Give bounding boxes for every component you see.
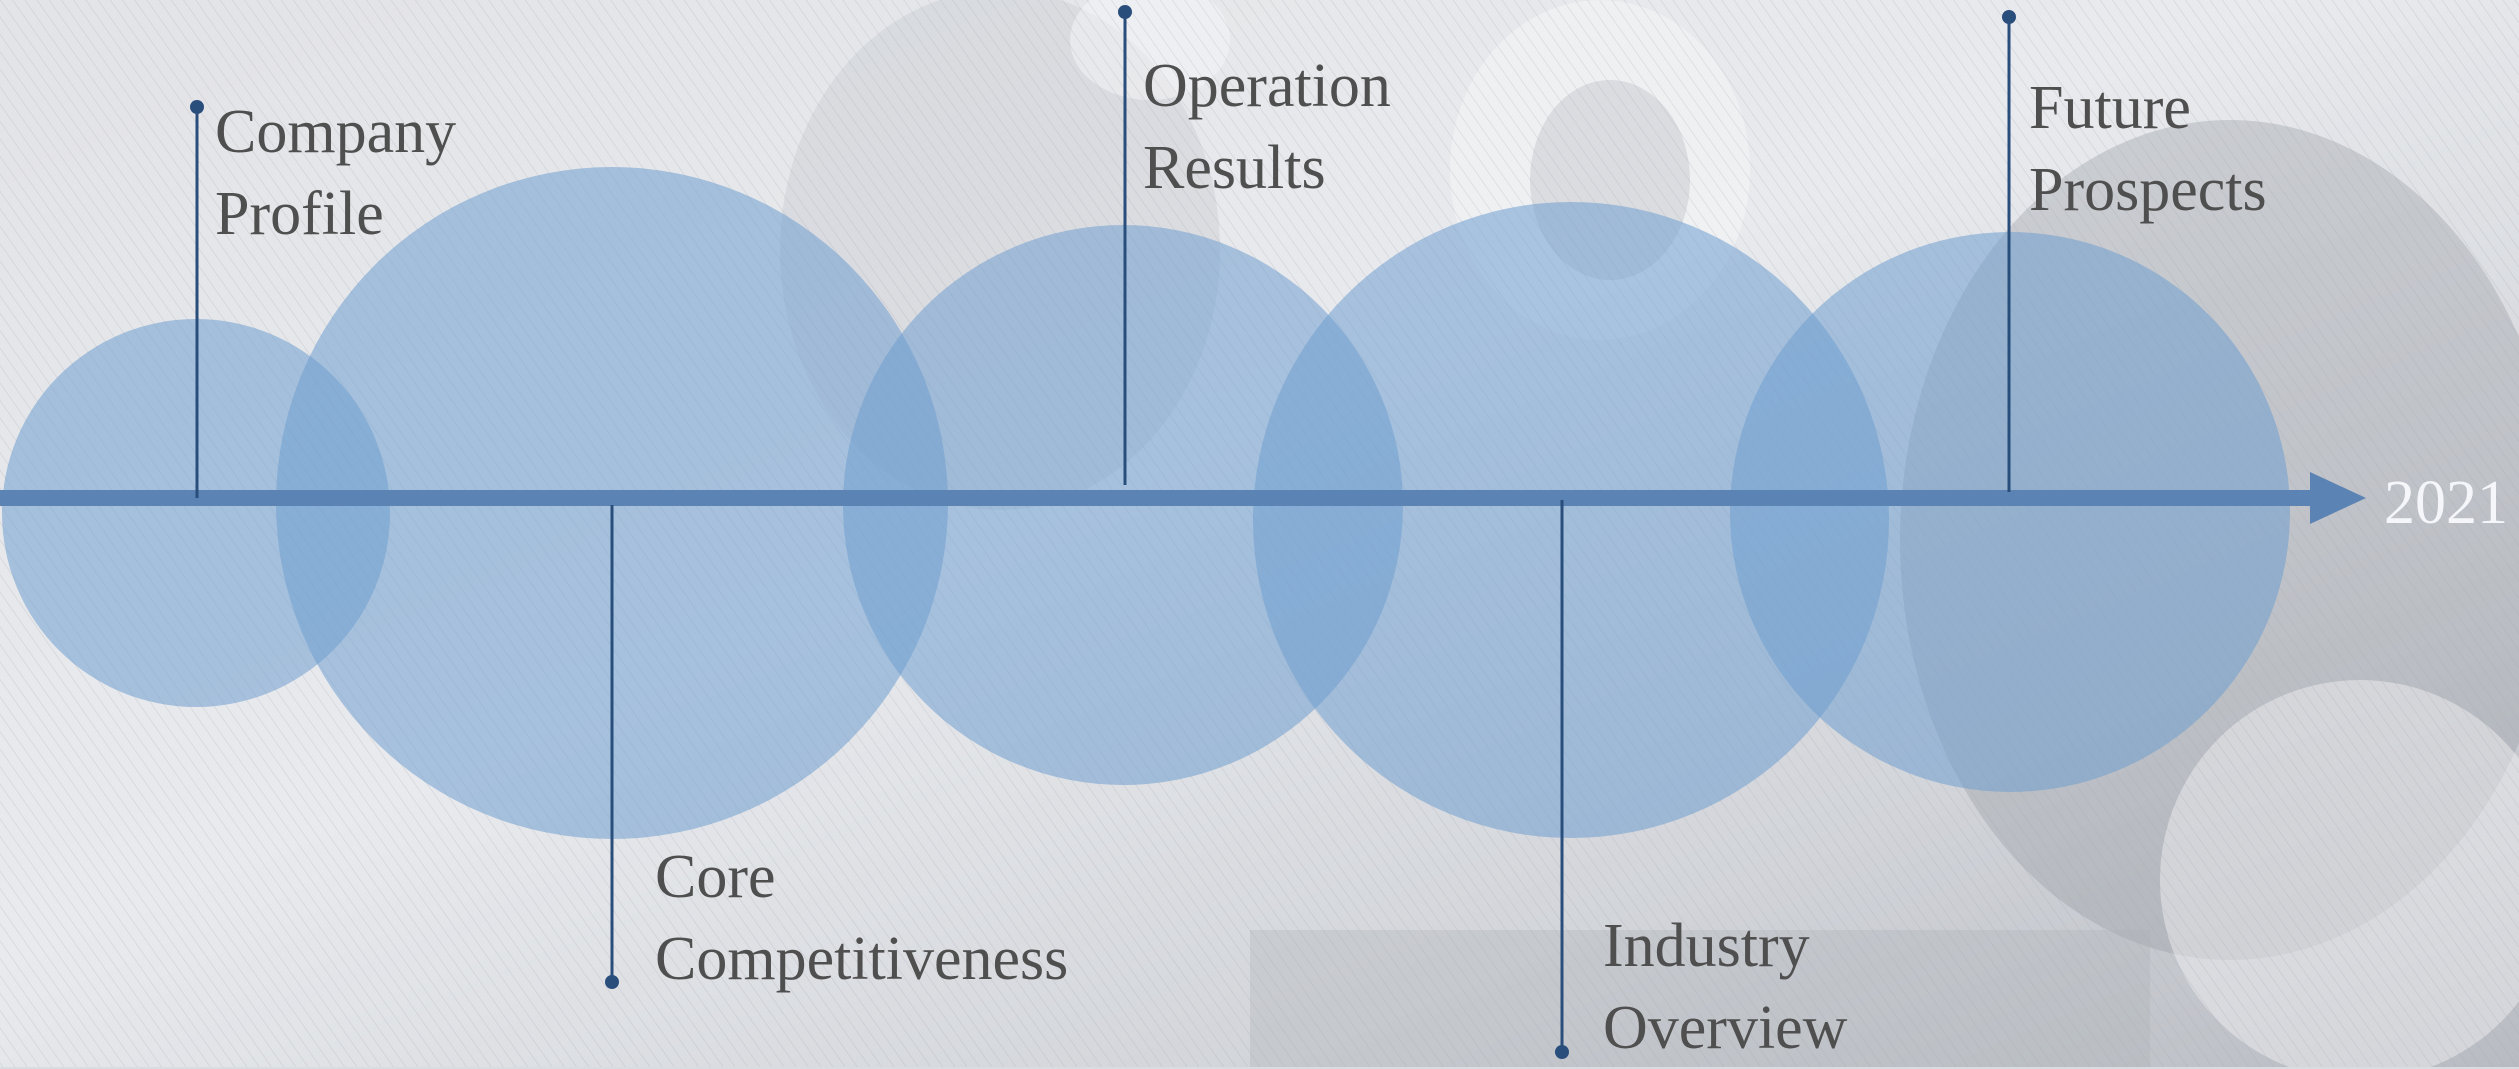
timeline-end-year: 2021 xyxy=(2384,469,2508,537)
milestone-label-line2: Results xyxy=(1143,134,1326,202)
future-prospects-circle xyxy=(1730,232,2290,792)
milestone-connectors xyxy=(190,5,2016,1059)
milestone-label-line2: Overview xyxy=(1603,994,1848,1062)
milestone-label-line2: Competitiveness xyxy=(655,925,1069,993)
company-profile-dot xyxy=(190,100,204,114)
milestone-label-future-prospects: Future Prospects xyxy=(2029,67,2267,231)
operation-results-dot xyxy=(1118,5,1132,19)
milestone-label-operation-results: Operation Results xyxy=(1143,45,1391,209)
milestone-circles xyxy=(2,167,2290,839)
timeline-axis-bar xyxy=(0,490,2318,506)
industry-overview-circle xyxy=(1253,202,1889,838)
timeline-axis xyxy=(0,472,2366,524)
core-competitiveness-dot xyxy=(605,975,619,989)
milestone-label-line1: Operation xyxy=(1143,52,1391,120)
milestone-label-line1: Core xyxy=(655,843,776,911)
future-prospects-dot xyxy=(2002,10,2016,24)
milestone-label-line1: Industry xyxy=(1603,912,1810,980)
milestone-label-line2: Prospects xyxy=(2029,156,2267,224)
milestone-label-line2: Profile xyxy=(215,180,384,248)
milestone-label-industry-overview: Industry Overview xyxy=(1603,905,1847,1069)
timeline-arrow-head xyxy=(2310,472,2366,524)
milestone-label-core-competitiveness: Core Competitiveness xyxy=(655,836,1068,1000)
milestone-label-line1: Future xyxy=(2029,74,2191,142)
milestone-label-line1: Company xyxy=(215,98,457,166)
milestone-label-company-profile: Company Profile xyxy=(215,91,456,255)
industry-overview-dot xyxy=(1555,1045,1569,1059)
